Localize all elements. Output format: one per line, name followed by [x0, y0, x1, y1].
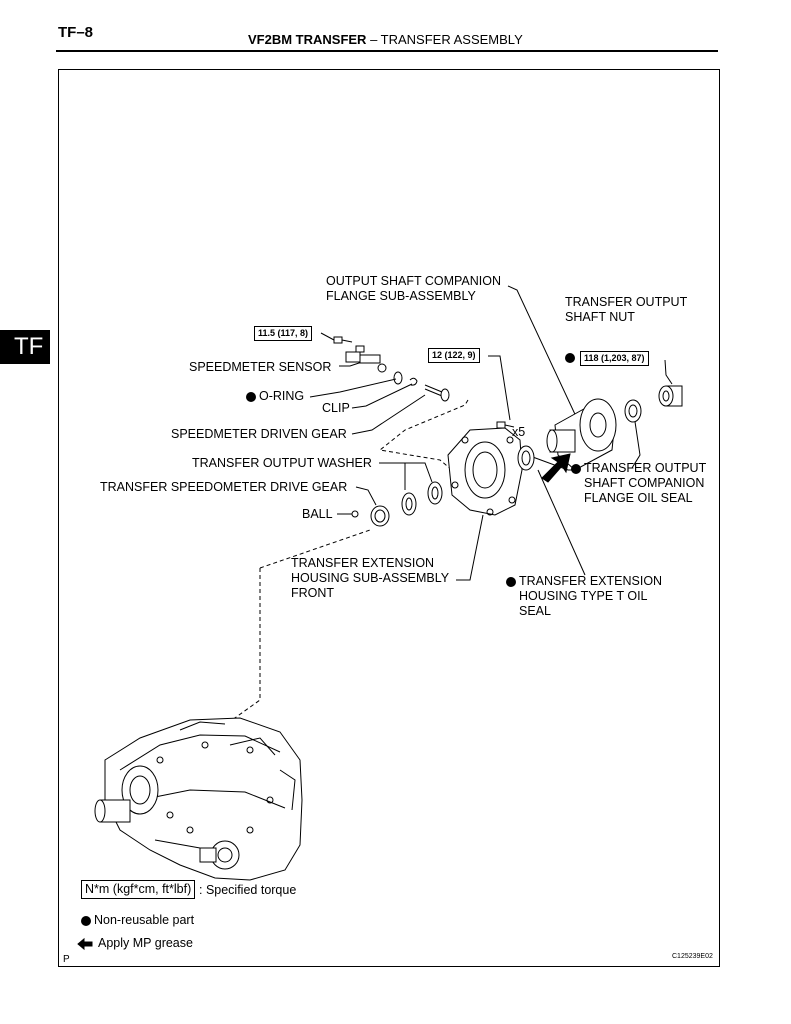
label-clip: CLIP	[322, 401, 350, 415]
label-flange-oil-seal-2: SHAFT COMPANION	[584, 476, 705, 490]
drive-gear-part	[370, 505, 390, 527]
label-ext-housing-3: FRONT	[291, 586, 335, 600]
label-x5: x5	[512, 425, 526, 439]
label-ext-seal-1: TRANSFER EXTENSION	[519, 574, 663, 588]
washer-part-2	[427, 481, 443, 505]
leader-companion-flange	[507, 285, 581, 426]
non-reusable-dot-ext-seal	[506, 577, 516, 587]
leader-washer-2	[405, 462, 433, 483]
page-number: TF–8	[58, 24, 94, 41]
leader-driven-gear	[351, 394, 426, 435]
label-flange-oil-seal-1: TRANSFER OUTPUT	[584, 461, 707, 475]
torque-box-shaft-nut: 118 (1,203, 87)	[580, 351, 649, 366]
torque-box-speed-sensor: 11.5 (117, 8)	[254, 326, 313, 341]
legend-mp-grease-text: Apply MP grease	[98, 936, 193, 950]
leader-shaft-nut	[664, 359, 673, 385]
speed-sensor-part	[345, 345, 387, 373]
flange-seal-part	[624, 399, 642, 423]
label-companion-flange-2: FLANGE SUB-ASSEMBLY	[326, 289, 476, 303]
dashed-alignment-3	[259, 529, 371, 569]
label-ext-seal-2: HOUSING TYPE T OIL	[519, 589, 648, 603]
label-flange-oil-seal-3: FLANGE OIL SEAL	[584, 491, 693, 505]
ball-part	[351, 510, 359, 518]
non-reusable-dot-shaft-nut	[565, 353, 575, 363]
label-transfer-output-washer: TRANSFER OUTPUT WASHER	[192, 456, 372, 470]
leader-speed-sensor	[339, 361, 363, 367]
legend-torque-text: : Specified torque	[199, 883, 297, 897]
dashed-alignment-2	[231, 568, 261, 721]
companion-flange-part	[546, 398, 617, 471]
label-o-ring: O-RING	[259, 389, 305, 403]
driven-gear-part	[424, 384, 450, 402]
transfer-case-illustration	[94, 717, 303, 881]
leader-torque-bolts	[488, 355, 511, 421]
label-ball: BALL	[302, 507, 333, 521]
sensor-bolt-part	[333, 336, 353, 344]
leader-ext-housing	[456, 514, 484, 581]
page-title-bold: VF2BM TRANSFER	[248, 32, 367, 47]
label-shaft-nut-1: TRANSFER OUTPUT	[565, 295, 688, 309]
label-speedometer-sensor: SPEEDMETER SENSOR	[189, 360, 332, 374]
page-title: VF2BM TRANSFER – TRANSFER ASSEMBLY	[248, 32, 523, 47]
footer-left-code: P	[63, 954, 70, 965]
extension-housing-part	[447, 427, 523, 516]
page-title-rest: TRANSFER ASSEMBLY	[380, 32, 523, 47]
leader-clip	[351, 383, 413, 409]
dashed-alignment-1	[378, 399, 469, 471]
legend-non-reusable-dot	[81, 916, 91, 926]
label-ext-housing-1: TRANSFER EXTENSION	[291, 556, 435, 570]
label-speedometer-driven-gear: SPEEDMETER DRIVEN GEAR	[171, 427, 347, 441]
leader-shaftnut-seal	[631, 414, 641, 469]
legend-torque-box: N*m (kgf*cm, ft*lbf)	[81, 880, 196, 899]
washer-part-1	[401, 492, 417, 516]
section-tab: TF	[0, 330, 50, 364]
legend-non-reusable-text: Non-reusable part	[94, 913, 195, 927]
label-speedometer-drive-gear: TRANSFER SPEEDOMETER DRIVE GEAR	[100, 480, 348, 494]
non-reusable-dot-o-ring	[246, 392, 256, 402]
ext-seal-part	[517, 445, 535, 471]
label-companion-flange-1: OUTPUT SHAFT COMPANION	[326, 274, 502, 288]
leader-o-ring	[309, 378, 397, 398]
label-shaft-nut-2: SHAFT NUT	[565, 310, 635, 324]
non-reusable-dot-flange-seal	[571, 464, 581, 474]
leader-drive-gear	[355, 486, 377, 506]
page-title-separator: –	[366, 32, 381, 47]
shaft-nut-part	[658, 385, 683, 407]
mp-grease-arrow	[541, 453, 571, 483]
leader-washer	[379, 462, 406, 490]
label-ext-housing-2: HOUSING SUB-ASSEMBLY	[291, 571, 450, 585]
torque-box-housing-bolts: 12 (122, 9)	[428, 348, 480, 363]
o-ring-part	[393, 371, 403, 385]
footer-figure-code: C125239E02	[672, 953, 713, 960]
diagram-frame	[58, 69, 720, 967]
legend-grease-arrow	[77, 937, 93, 951]
label-ext-seal-3: SEAL	[519, 604, 551, 618]
leader-torque-sensor	[320, 332, 335, 341]
clip-part	[409, 377, 418, 386]
header-rule	[56, 50, 718, 52]
leader-ext-seal	[537, 469, 586, 576]
